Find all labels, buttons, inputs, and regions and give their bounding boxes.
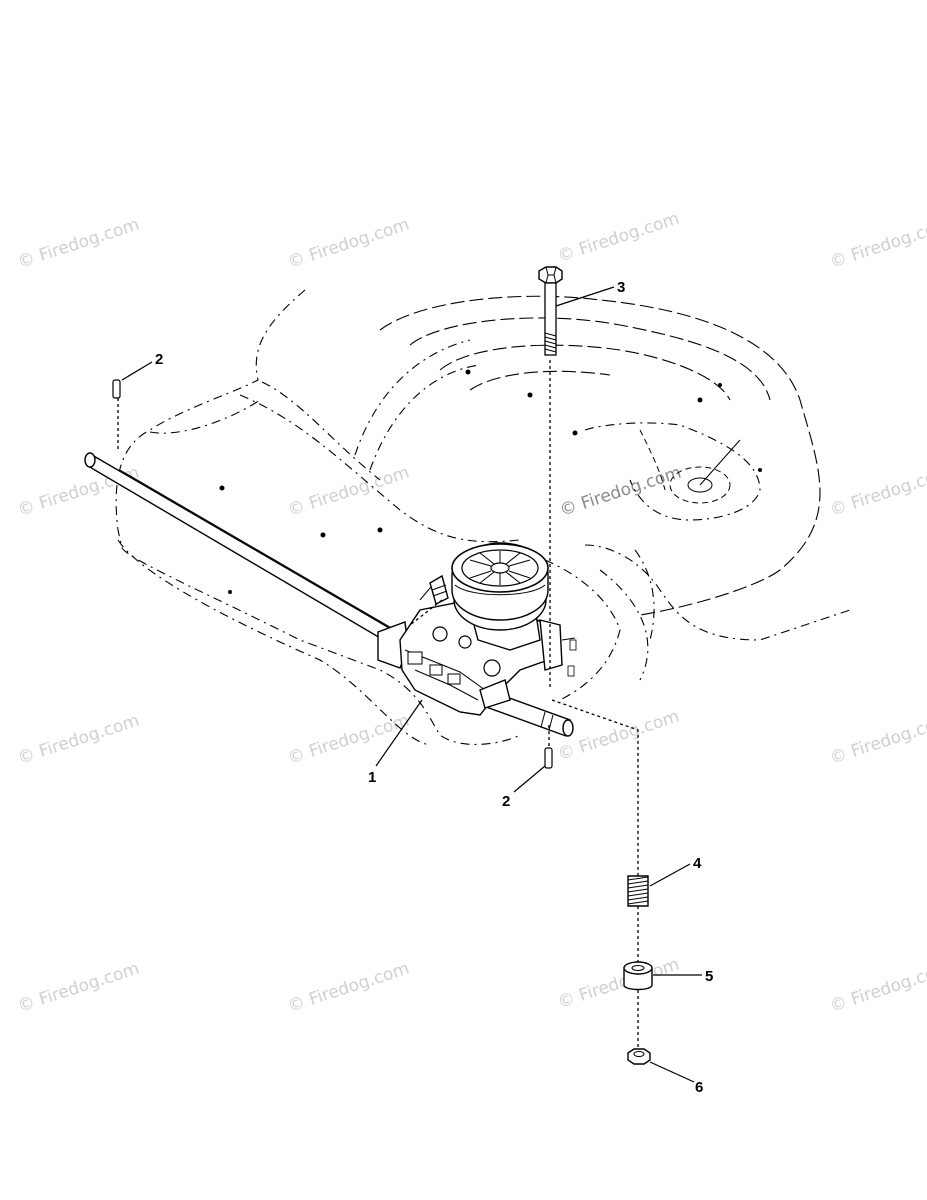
callout-2-upper: 2	[155, 351, 163, 368]
watermark: © Firedog.com	[827, 215, 927, 273]
watermark: © Firedog.com	[555, 707, 681, 765]
leader-3	[555, 286, 615, 307]
watermark: © Firedog.com	[15, 959, 141, 1017]
mower-deck-outline	[115, 289, 851, 746]
watermark: © Firedog.com	[827, 959, 927, 1017]
watermark: © Firedog.com	[827, 711, 927, 769]
leader-6	[649, 1061, 695, 1083]
callout-6: 6	[695, 1079, 703, 1096]
callout-3: 3	[617, 279, 625, 296]
callout-2-lower: 2	[502, 793, 510, 810]
watermark: © Firedog.com	[827, 463, 927, 521]
leader-1	[375, 699, 423, 767]
callout-labels: 1 2 2 3 4 5 6	[155, 279, 713, 1096]
assembly-lines	[117, 360, 639, 1049]
pulley	[451, 542, 549, 631]
spring	[627, 875, 649, 907]
pin-upper	[112, 379, 121, 399]
leader-2b	[513, 765, 546, 793]
callout-5: 5	[705, 968, 713, 985]
watermark: © Firedog.com	[555, 955, 681, 1013]
watermark: © Firedog.com	[15, 711, 141, 769]
watermark: © Firedog.com	[557, 463, 683, 521]
watermark: © Firedog.com	[285, 959, 411, 1017]
watermark: © Firedog.com	[555, 209, 681, 267]
watermark: © Firedog.com	[285, 711, 411, 769]
callout-1: 1	[368, 769, 376, 786]
spacer	[623, 961, 653, 991]
watermark: © Firedog.com	[285, 215, 411, 273]
bolt	[538, 266, 563, 356]
pin-lower	[544, 747, 553, 769]
leader-2a	[121, 361, 153, 381]
nut	[627, 1048, 651, 1065]
watermark: © Firedog.com	[15, 215, 141, 273]
leader-lines	[121, 286, 702, 1083]
leader-4	[649, 863, 691, 887]
watermark: © Firedog.com	[285, 463, 411, 521]
callout-4: 4	[693, 855, 702, 872]
